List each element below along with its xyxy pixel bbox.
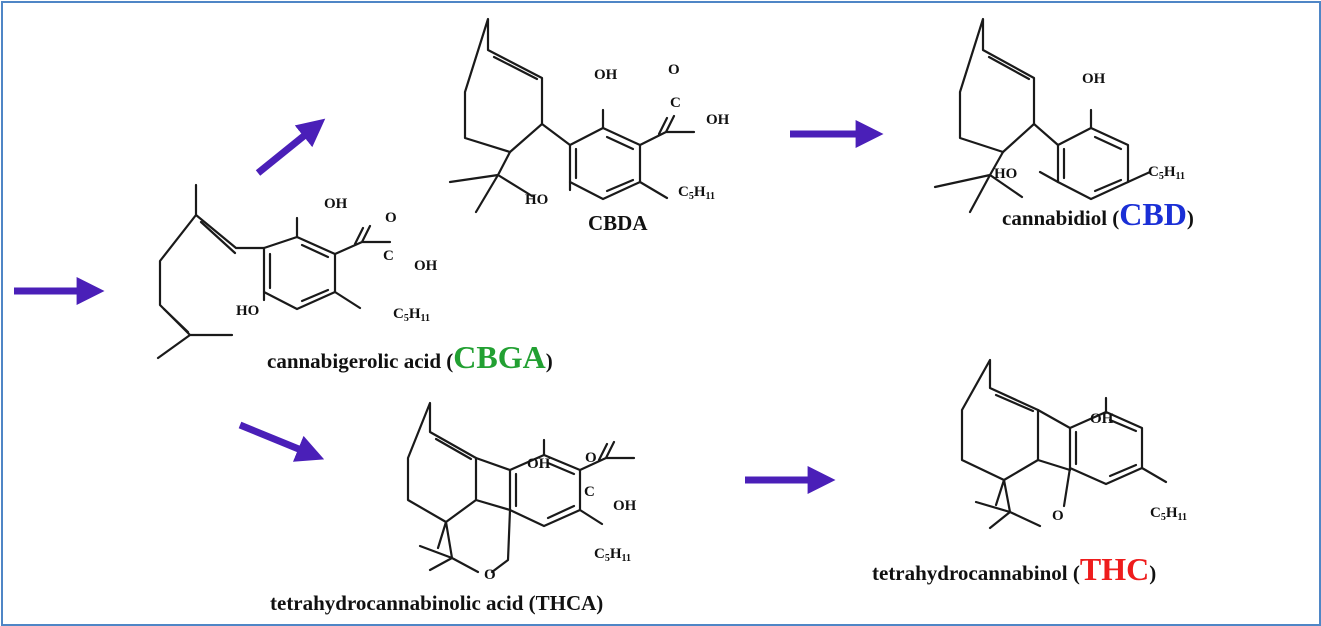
cbga-to-thca-arrow: [238, 421, 325, 462]
thc-structure: OH O C5H11 tetrahydrocannabinol (THC): [872, 358, 1187, 587]
cbda-oh-top: OH: [594, 67, 618, 83]
thc-label: tetrahydrocannabinol (THC): [872, 551, 1156, 587]
cbd-bonds: [933, 17, 1152, 214]
cbga-oh-top: OH: [324, 196, 348, 212]
thc-ring-o: O: [1052, 508, 1064, 524]
cbga-structure: OH O C OH HO C5H11 cannabigerolic acid (…: [156, 183, 553, 375]
thca-label: tetrahydrocannabinolic acid (THCA): [270, 591, 603, 615]
thca-structure: OH O C OH O C5H11 tetrahydrocannabinolic…: [270, 401, 637, 615]
thca-ring-o: O: [484, 567, 496, 583]
cbda-c-carboxyl: C: [670, 95, 681, 111]
thca-pentyl: C5H11: [594, 546, 631, 564]
cbda-o-carbonyl: O: [668, 62, 680, 78]
thc-bonds: [960, 358, 1168, 530]
thc-pentyl: C5H11: [1150, 505, 1187, 523]
cbd-structure: OH HO C5H11 cannabidiol (CBD): [933, 17, 1194, 232]
thca-bonds: [406, 401, 636, 574]
cbd-pentyl: C5H11: [1148, 164, 1185, 182]
cbga-pentyl: C5H11: [393, 306, 430, 324]
thca-o-carbonyl: O: [585, 450, 597, 466]
cbda-oh-carboxyl: OH: [706, 112, 730, 128]
cbga-bonds: [156, 183, 392, 360]
cbga-c-carboxyl: C: [383, 248, 394, 264]
cbd-ho: HO: [994, 166, 1017, 182]
cbga-to-cbda-arrow: [255, 118, 326, 176]
cbda-structure: OH O C OH HO C5H11 CBDA: [448, 17, 730, 235]
cbd-oh: OH: [1082, 71, 1106, 87]
thca-oh-top: OH: [527, 456, 551, 472]
cbda-label: CBDA: [588, 211, 648, 235]
cbga-oh-carboxyl: OH: [414, 258, 438, 274]
cbda-pentyl: C5H11: [678, 184, 715, 202]
cbd-label: cannabidiol (CBD): [1002, 196, 1194, 232]
cbga-o-carbonyl: O: [385, 210, 397, 226]
reaction-arrows: [14, 118, 884, 494]
thca-oh-carboxyl: OH: [613, 498, 637, 514]
cbda-ho: HO: [525, 192, 548, 208]
thca-c-carboxyl: C: [584, 484, 595, 500]
cbga-label: cannabigerolic acid (CBGA): [267, 339, 553, 375]
cbga-ho: HO: [236, 303, 259, 319]
cbda-bonds: [448, 17, 696, 214]
thc-oh: OH: [1090, 411, 1114, 427]
